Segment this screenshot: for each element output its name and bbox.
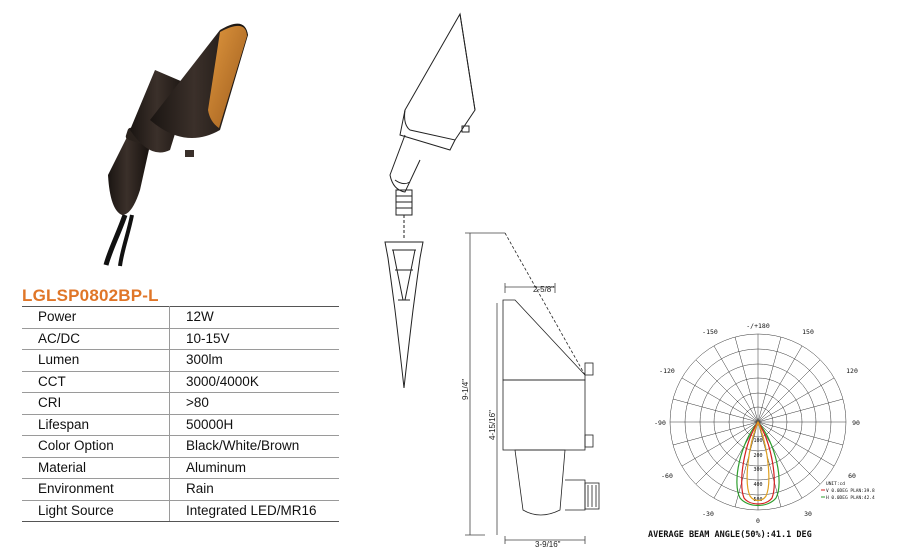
angle-label: 0 (756, 517, 760, 525)
angle-label: -90 (654, 419, 666, 427)
spec-value: Rain (169, 478, 339, 501)
radial-label: 200 (753, 453, 762, 459)
angle-label: 30 (804, 510, 812, 518)
angle-label: -30 (702, 510, 714, 518)
angle-label: 60 (848, 472, 856, 480)
model-number-title: LGLSP0802BP-L (22, 286, 159, 305)
spec-value: 50000H (169, 414, 339, 436)
spec-label: Material (22, 457, 170, 479)
exploded-line-drawing (384, 12, 476, 389)
dim-head-height: 4-15/16" (488, 410, 497, 440)
angle-label: -/+180 (746, 322, 770, 330)
unit-label: UNIT:cd (826, 481, 845, 487)
spec-value: 3000/4000K (169, 371, 339, 393)
spec-value: 300lm (169, 349, 339, 372)
radial-label: 300 (753, 467, 762, 473)
horizontal-plane-curve (736, 421, 780, 507)
radial-label: 400 (753, 482, 762, 488)
vertical-plane-curve (741, 420, 775, 505)
spec-label: CRI (22, 392, 170, 415)
spec-label: Light Source (22, 500, 170, 522)
spec-label: Lifespan (22, 414, 170, 436)
angle-label: -150 (702, 328, 718, 336)
dim-bottom-width: 3-9/16" (535, 540, 561, 549)
spec-value: Integrated LED/MR16 (169, 500, 339, 522)
spec-label: Environment (22, 478, 170, 501)
angle-label: 120 (846, 367, 858, 375)
spec-value: 10-15V (169, 328, 339, 350)
spec-value: Black/White/Brown (169, 435, 339, 458)
dimension-drawing: 2-5/8" 3-9/16" 9-1/4" 4-15/16" (461, 232, 600, 549)
spec-label: CCT (22, 371, 170, 393)
angle-label: 150 (802, 328, 814, 336)
spec-label: Color Option (22, 435, 170, 458)
radial-label: 100 (753, 438, 762, 444)
spec-value: Aluminum (169, 457, 339, 479)
orange-curve (746, 420, 770, 502)
dim-overall-height: 9-1/4" (461, 379, 470, 400)
spec-label: Lumen (22, 349, 170, 372)
dim-top-width: 2-5/8" (533, 285, 554, 294)
polar-distribution-chart: -150 -/+180 150 -120 120 -90 90 -60 60 -… (654, 322, 875, 525)
spec-row: CRI>80 (22, 392, 339, 415)
angle-label: 90 (852, 419, 860, 427)
beam-angle-caption: AVERAGE BEAM ANGLE(50%):41.1 DEG (648, 530, 812, 540)
product-photo (103, 23, 248, 267)
angle-label: -60 (661, 472, 673, 480)
legend-entry-v: V 0.0DEG PLAN:39.8 (826, 488, 875, 494)
spec-value: 12W (169, 306, 339, 329)
spec-label: AC/DC (22, 328, 170, 350)
legend-entry-h: H 0.0DEG PLAN:42.4 (826, 495, 875, 501)
angle-label: -120 (659, 367, 675, 375)
spec-label: Power (22, 306, 170, 329)
spec-value: >80 (169, 392, 339, 415)
